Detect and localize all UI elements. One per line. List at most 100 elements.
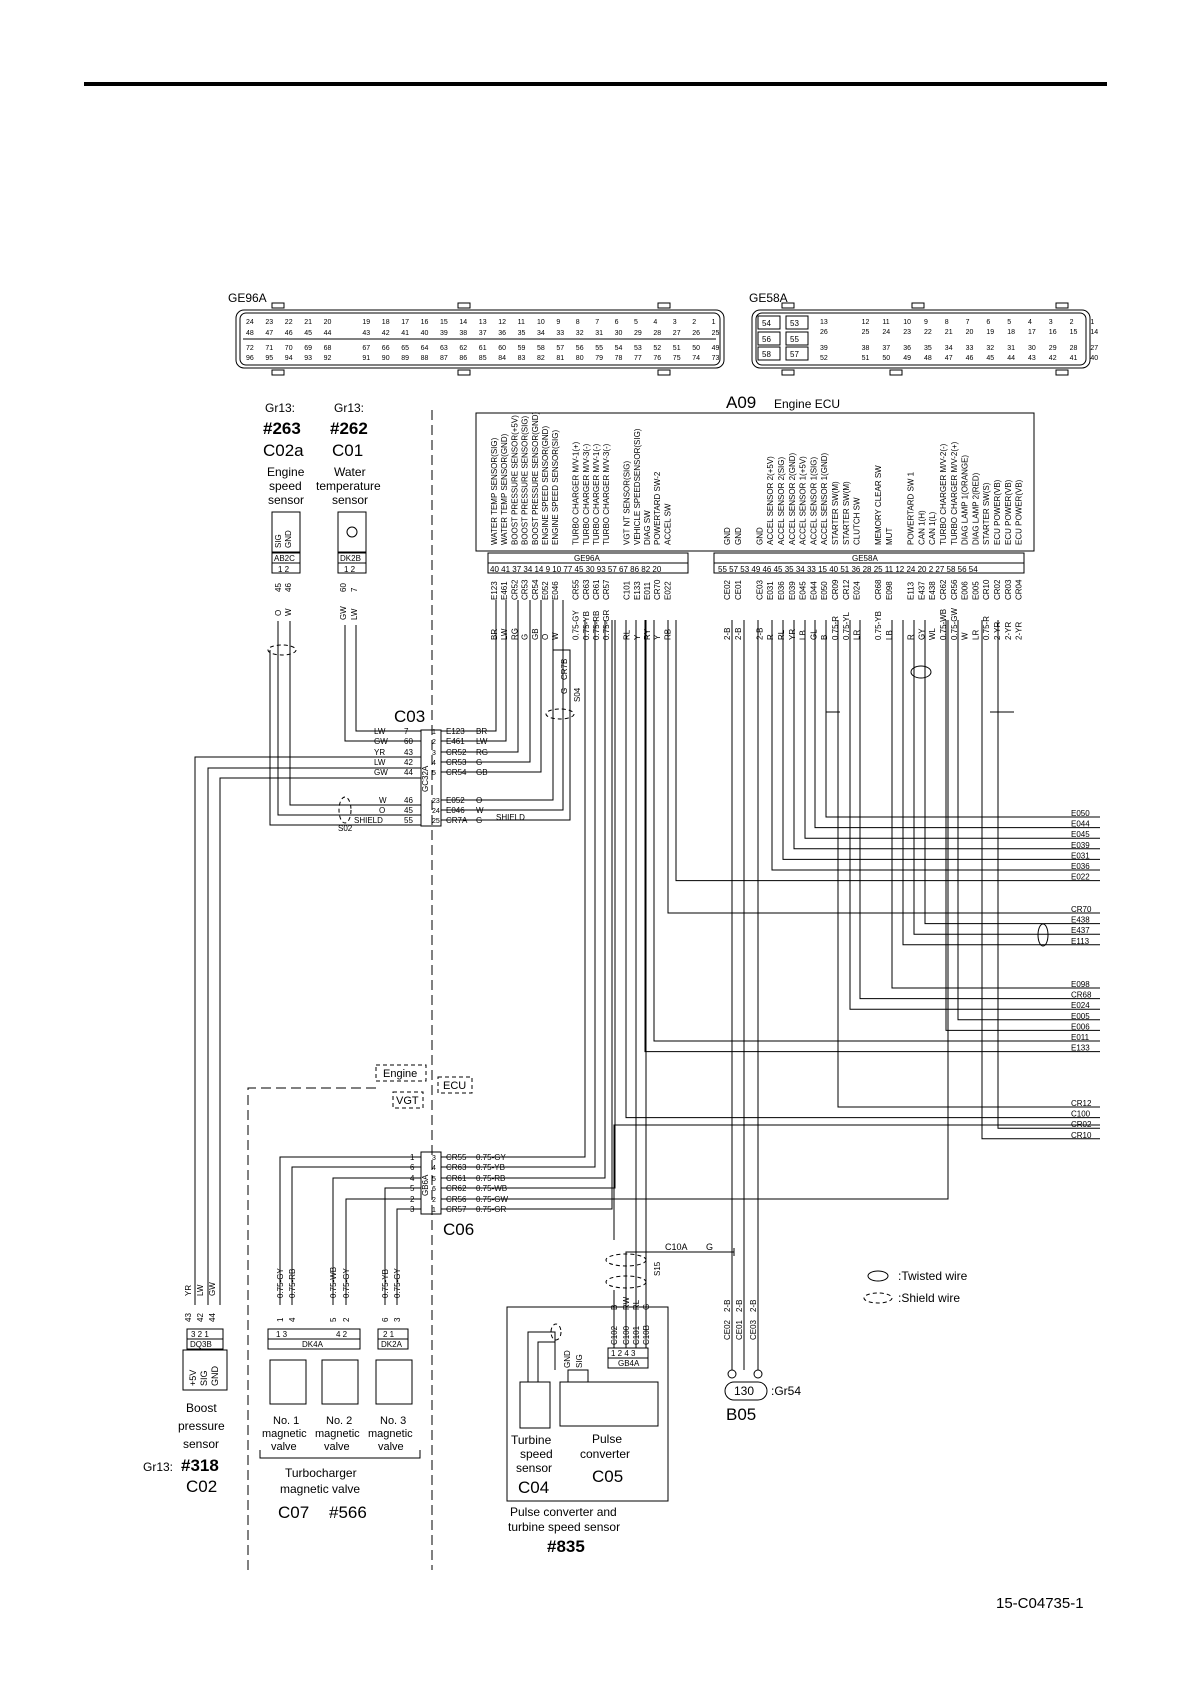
ecu-wire-circuit: E461 (500, 581, 509, 600)
ge96a-pin: 15 (440, 319, 448, 326)
c03-cavity: 1 (432, 729, 436, 736)
svg-text:GW: GW (208, 1282, 217, 1296)
svg-text:45: 45 (274, 583, 283, 592)
svg-text:Gr13:: Gr13: (143, 1460, 173, 1474)
ecu-wire-color: W (551, 632, 560, 640)
ge58a-pin: 3 (1049, 319, 1053, 326)
ge96a-pin: 24 (246, 319, 254, 326)
ecu-wire-color: 0.75-GY (572, 610, 581, 640)
ecu-signal-name: ECU POWER(VB) (993, 479, 1002, 545)
twisted-wire-icon (867, 1270, 889, 1282)
ge96a-pin: 36 (498, 330, 506, 337)
svg-text:Gr13:: Gr13: (334, 401, 364, 415)
ge58a-pin: 1 (1090, 319, 1094, 326)
ge58a-pin: 33 (966, 345, 974, 352)
ecu-wire-color: 2-YR (1004, 622, 1013, 640)
ge58a-pin: 38 (862, 345, 870, 352)
ge58a-pin: 36 (903, 345, 911, 352)
ecu-wire-circuit: E123 (490, 581, 499, 600)
right-edge-circuit: CR02 (1071, 1120, 1092, 1129)
ecu-wire-circuit: CR56 (950, 579, 959, 600)
ge96a-pin: 77 (634, 355, 642, 362)
right-wire (793, 620, 1100, 850)
ecu-signal-name: TURBO CHARGER M/V-1(+) (572, 441, 581, 545)
thermistor-icon (346, 526, 358, 538)
ge58a-pin: 7 (966, 319, 970, 326)
right-wire (913, 620, 1100, 935)
c03-cavity: 23 (432, 798, 440, 805)
ge96a-pin: 48 (246, 330, 254, 337)
svg-text:Water: Water (334, 465, 366, 479)
ge96a-pin: 89 (401, 355, 409, 362)
ge58a-pin: 40 (1090, 355, 1098, 362)
ge58a-pin: 6 (986, 319, 990, 326)
ge96a-pin: 19 (362, 319, 370, 326)
svg-text:G: G (706, 1242, 713, 1252)
ecu-wire-color: LR (971, 630, 980, 640)
c06-cavity: 1 (432, 1207, 436, 1214)
ge96a-pin: 33 (556, 330, 564, 337)
ecu-wire-color: 0.75-WB (939, 609, 948, 640)
ecu-wire-circuit: E011 (643, 581, 652, 600)
svg-text:O: O (274, 610, 283, 616)
ge96a-pin: 64 (421, 345, 429, 352)
ge58a-pin: 15 (1070, 329, 1078, 336)
ge96a-pin: 10 (537, 319, 545, 326)
ge96a-pin: 81 (556, 355, 564, 362)
svg-text:ECU: ECU (443, 1080, 466, 1092)
c03-cavity: 2 (432, 739, 436, 746)
area-labels: Engine ECU VGT (247, 1064, 473, 1570)
c07-wire-color: 0.75-GY (276, 1268, 285, 1298)
ecu-wire-circuit: CR52 (510, 579, 519, 600)
ecu-signal-name: MEMORY CLEAR SW (874, 465, 883, 545)
ge58a-pin: 2 (1070, 319, 1074, 326)
c03-wire-color: O (379, 806, 385, 815)
b05-wire-color: 2-B (735, 1300, 744, 1312)
right-edge-circuit: E050 (1071, 809, 1090, 818)
c07-wire-color: 0.75-RB (288, 1269, 297, 1298)
ecu-wire-circuit: E044 (809, 581, 818, 600)
c02a-pin-sig: SIG (274, 534, 283, 548)
svg-text:pressure: pressure (178, 1419, 225, 1433)
svg-text:DQ3B: DQ3B (190, 1340, 212, 1349)
right-edge-circuit: E022 (1071, 873, 1090, 882)
b05-circuit: CE02 (723, 1319, 732, 1340)
c03-pin: 44 (404, 768, 413, 777)
svg-text:Boost: Boost (186, 1401, 217, 1415)
svg-text:No. 2: No. 2 (326, 1415, 352, 1427)
engine-ecu: A09 Engine ECU WATER TEMP SENSOR(SIG)WAT… (475, 393, 1035, 640)
boost-pressure-sensor: 43 42 44 YR LW GW 3 2 1 DQ3B +5V SIG GND… (143, 1282, 228, 1496)
right-edge-circuit: CR12 (1071, 1099, 1092, 1108)
ecu-signal-name: ECU POWER(VB) (1004, 479, 1013, 545)
svg-text:S15: S15 (653, 1261, 662, 1276)
svg-text:No. 1: No. 1 (273, 1415, 299, 1427)
svg-text:sensor: sensor (183, 1437, 219, 1451)
right-wire (771, 620, 1100, 871)
ecu-wire-circuit: E113 (907, 581, 916, 600)
ge96a-pin: 62 (459, 345, 467, 352)
pulse-converter-wires: C10A G S15 (605, 620, 1100, 1348)
ge58a-pin: 53 (790, 319, 799, 328)
turbine-speed-sensor-box (519, 1381, 551, 1429)
ecu-wire-color: RL (777, 629, 786, 640)
ecu-wire-circuit: E022 (663, 581, 672, 600)
ecu-signal-name: ACCEL SW (663, 503, 672, 545)
ge58a-pin: 21 (945, 329, 953, 336)
c02a-num: #263 (263, 419, 301, 438)
svg-text:C04: C04 (518, 1478, 549, 1497)
right-edge-circuit: E133 (1071, 1044, 1090, 1053)
ge96a-pin: 27 (673, 330, 681, 337)
ge96a-pin: 56 (576, 345, 584, 352)
ge96a-pin: 67 (362, 345, 370, 352)
ge96a-pin: 45 (304, 330, 312, 337)
ecu-wire-circuit: E006 (961, 581, 970, 600)
svg-text:speed: speed (520, 1447, 553, 1461)
right-edge-circuit: E045 (1071, 830, 1090, 839)
right-edge-circuit: E036 (1071, 862, 1090, 871)
svg-text:Engine: Engine (383, 1068, 417, 1080)
c07-wire-color: 0.75-YB (381, 1269, 390, 1298)
right-edge-circuit: E024 (1071, 1001, 1090, 1010)
